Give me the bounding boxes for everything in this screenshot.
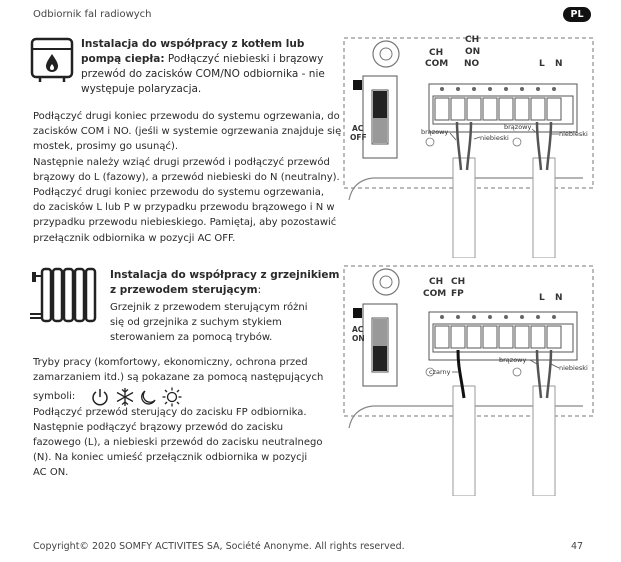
d1-n-label: N	[555, 59, 563, 69]
page-number: 47	[571, 541, 584, 552]
d2-wire-blue: niebieski	[559, 364, 588, 372]
d2-ch-com-top: CH	[429, 277, 443, 287]
section1-body: Podłączyć drugi koniec przewodu do syste…	[33, 111, 342, 244]
page-header-title: Odbiornik fal radiowych	[33, 9, 152, 20]
d1-ch-com-bottom: COM	[425, 59, 448, 69]
d1-ch-no-bottom: NO	[464, 59, 480, 69]
wiring-diagram-boiler: CH COM CH ON NO L N AC OFF brązowy niebi…	[343, 35, 594, 258]
snowflake-icon	[116, 388, 134, 406]
d1-wire-blue-2: niebieski	[559, 130, 588, 138]
d1-state-label: OFF	[350, 133, 367, 142]
d1-wire-brown-2: brązowy	[504, 123, 531, 131]
d2-l-label: L	[539, 293, 545, 303]
copyright-footer: Copyright© 2020 SOMFY ACTIVITES SA, Soci…	[33, 541, 405, 552]
d1-ch-no-mid: ON	[465, 47, 480, 57]
section1-heading: Instalacja do współpracy z kotłem lub po…	[81, 38, 325, 95]
d1-wire-brown-1: brązowy	[421, 128, 448, 136]
d1-ch-com-top: CH	[429, 48, 443, 58]
sun-icon	[162, 387, 182, 407]
d2-ch-fp-top: CH	[451, 277, 465, 287]
d2-state-label: ON	[352, 334, 365, 343]
d2-ch-fp-bottom: FP	[451, 289, 464, 299]
radiator-icon	[30, 267, 97, 323]
section2-intro: Grzejnik z przewodem sterującym różni si…	[110, 302, 308, 344]
d1-wire-blue-1: niebieski	[480, 134, 509, 142]
d2-ch-com-bottom: COM	[423, 289, 446, 299]
section2-heading: Instalacja do współpracy z grzejnikiem z…	[110, 269, 340, 296]
d1-ac-label: AC	[352, 124, 364, 133]
power-icon	[92, 389, 108, 406]
d2-n-label: N	[555, 293, 563, 303]
wiring-diagram-radiator: CH COM CH FP L N AC ON czarny brązowy ni…	[343, 265, 594, 496]
d2-wire-black: czarny	[429, 368, 451, 376]
d1-ch-no-top: CH	[465, 35, 479, 45]
moon-icon	[141, 390, 156, 405]
language-badge: PL	[563, 7, 591, 22]
boiler-icon	[30, 37, 74, 82]
d1-l-label: L	[539, 59, 545, 69]
d2-ac-label: AC	[352, 325, 364, 334]
d2-wire-brown: brązowy	[499, 356, 526, 364]
section2-body: Tryby pracy (komfortowy, ekonomiczny, oc…	[33, 357, 324, 479]
